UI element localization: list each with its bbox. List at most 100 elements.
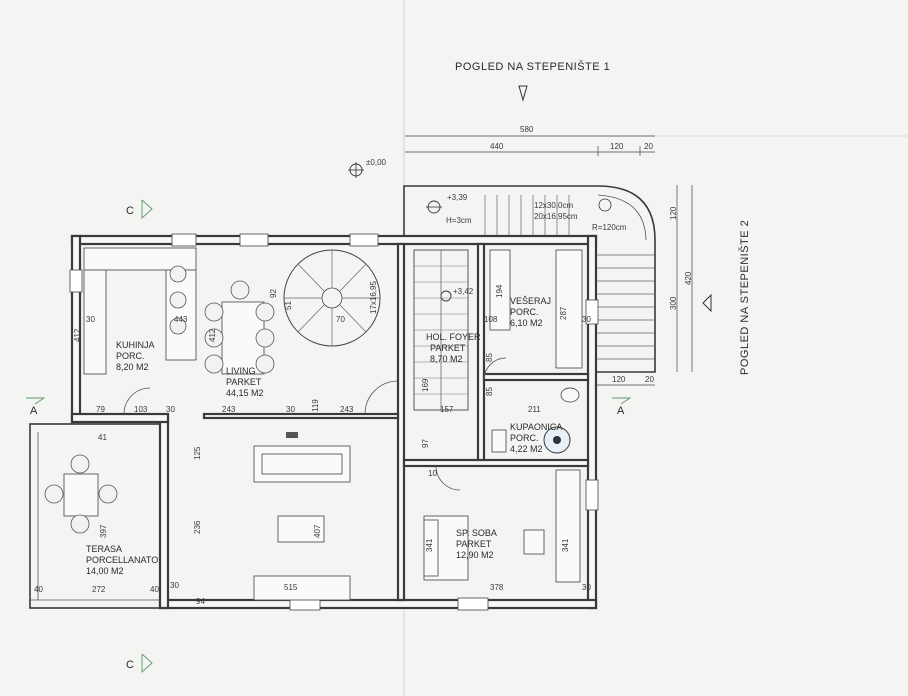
view-label-stair-2: POGLED NA STEPENIŠTE 2 [738, 220, 751, 375]
svg-text:412: 412 [73, 328, 82, 342]
svg-text:8,20 M2: 8,20 M2 [116, 362, 149, 372]
svg-text:30: 30 [166, 405, 175, 414]
svg-text:97: 97 [421, 439, 430, 448]
svg-text:SP. SOBA: SP. SOBA [456, 528, 497, 538]
svg-text:VEŠERAJ: VEŠERAJ [510, 296, 551, 306]
svg-text:PORC.: PORC. [116, 351, 145, 361]
svg-text:6,10 M2: 6,10 M2 [510, 318, 543, 328]
section-marker-c-bottom: C [126, 653, 153, 674]
room-label-living: LIVING PARKET 44,15 M2 [226, 366, 264, 398]
top-dimensions: 580 440 120 20 [405, 125, 655, 156]
walls [69, 233, 599, 611]
svg-text:243: 243 [222, 405, 236, 414]
svg-text:272: 272 [92, 585, 106, 594]
room-label-kupaonica: KUPAONICA PORC. 4,22 M2 [510, 422, 562, 454]
view-arrow-stair-2 [702, 293, 712, 313]
svg-text:+3,39: +3,39 [447, 193, 468, 202]
svg-text:41: 41 [98, 433, 107, 442]
svg-text:LIVING: LIVING [226, 366, 256, 376]
dim-right-bottom-120: 120 [612, 375, 626, 384]
svg-text:157: 157 [440, 405, 454, 414]
laundry-fixtures [489, 249, 583, 369]
svg-text:125: 125 [193, 446, 202, 460]
svg-text:194: 194 [495, 284, 504, 298]
stair-note-rise: 20x16,95cm [534, 212, 578, 221]
svg-text:30: 30 [582, 583, 591, 592]
stair-note-radius: R=120cm [592, 223, 627, 232]
room-label-soba: SP. SOBA PARKET 12,90 M2 [456, 528, 497, 560]
svg-text:PARKET: PARKET [226, 377, 262, 387]
view-label-stair-1: POGLED NA STEPENIŠTE 1 [455, 60, 610, 73]
stair-note-spiral: 17x16,95 [369, 281, 378, 314]
svg-text:4,22 M2: 4,22 M2 [510, 444, 543, 454]
svg-text:14,00 M2: 14,00 M2 [86, 566, 124, 576]
dim-stair-51: 51 [284, 301, 293, 310]
section-marker-a-left: A [26, 397, 46, 417]
interior-dimensions: 30 443 412 412 79 103 30 243 30 119 243 … [34, 284, 591, 606]
svg-text:108: 108 [484, 315, 498, 324]
dim-580: 580 [520, 125, 534, 134]
svg-text:397: 397 [99, 524, 108, 538]
svg-text:515: 515 [284, 583, 298, 592]
room-label-hodnik: HOL. FOYER PARKET 8,70 M2 [426, 332, 481, 364]
svg-text:C: C [126, 659, 134, 671]
svg-text:407: 407 [313, 524, 322, 538]
svg-text:85: 85 [485, 353, 494, 362]
kitchen-counters [83, 247, 197, 375]
svg-text:30: 30 [286, 405, 295, 414]
section-marker-c-top: C [126, 199, 153, 220]
svg-text:30: 30 [86, 315, 95, 324]
svg-text:169: 169 [421, 378, 430, 392]
bathroom-fixtures [491, 387, 580, 454]
svg-text:40: 40 [34, 585, 43, 594]
svg-text:44,15 M2: 44,15 M2 [226, 388, 264, 398]
svg-text:C: C [126, 205, 134, 217]
svg-text:236: 236 [193, 520, 202, 534]
svg-text:243: 243 [340, 405, 354, 414]
terrace-table [44, 454, 118, 534]
svg-text:12,90 M2: 12,90 M2 [456, 550, 494, 560]
svg-text:30: 30 [582, 315, 591, 324]
room-label-kuhinja: KUHINJA PORC. 8,20 M2 [116, 340, 155, 372]
dim-right-bottom-20: 20 [645, 375, 654, 384]
svg-text:103: 103 [134, 405, 148, 414]
svg-text:KUPAONICA: KUPAONICA [510, 422, 562, 432]
svg-text:TERASA: TERASA [86, 544, 122, 554]
svg-text:PARKET: PARKET [456, 539, 492, 549]
svg-text:PORC.: PORC. [510, 433, 539, 443]
svg-text:94: 94 [196, 597, 205, 606]
svg-text:119: 119 [311, 399, 320, 412]
dining-table [204, 280, 275, 375]
level-marker-upper: +3,39 [426, 193, 468, 214]
svg-text:PARKET: PARKET [430, 343, 466, 353]
svg-text:HOL. FOYER: HOL. FOYER [426, 332, 481, 342]
level-marker-landing: +3,42 [440, 287, 474, 302]
level-marker-ground: ±0,00 [348, 158, 387, 178]
svg-text:341: 341 [425, 538, 434, 552]
dim-20: 20 [644, 142, 653, 151]
room-label-veseraj: VEŠERAJ PORC. 6,10 M2 [510, 296, 551, 328]
terrace-outline [29, 423, 161, 609]
stair-note-steps: 12x30,0cm [534, 201, 573, 210]
svg-text:211: 211 [528, 405, 541, 414]
bedroom-bed [423, 469, 581, 583]
svg-text:8,70 M2: 8,70 M2 [430, 354, 463, 364]
svg-text:A: A [30, 405, 38, 417]
foyer-stair [413, 249, 469, 411]
svg-text:85: 85 [485, 387, 494, 396]
room-label-terasa: TERASA PORCELLANATO 14,00 M2 [86, 544, 158, 576]
outer-stair-area: 12x30,0cm 20x16,95cm R=120cm H=3cm [403, 185, 656, 373]
svg-text:412: 412 [208, 328, 217, 342]
dim-right-420: 420 [684, 271, 693, 285]
dim-stair-70: 70 [336, 315, 345, 324]
svg-text:+3,42: +3,42 [453, 287, 474, 296]
living-sofa [253, 432, 351, 601]
dim-stair-92: 92 [269, 289, 278, 298]
svg-text:378: 378 [490, 583, 504, 592]
dim-right-300: 300 [669, 296, 678, 310]
right-dimensions: 120 420 300 120 20 [590, 185, 693, 386]
svg-text:10: 10 [428, 469, 437, 478]
svg-text:79: 79 [96, 405, 105, 414]
dim-right-120: 120 [669, 206, 678, 220]
